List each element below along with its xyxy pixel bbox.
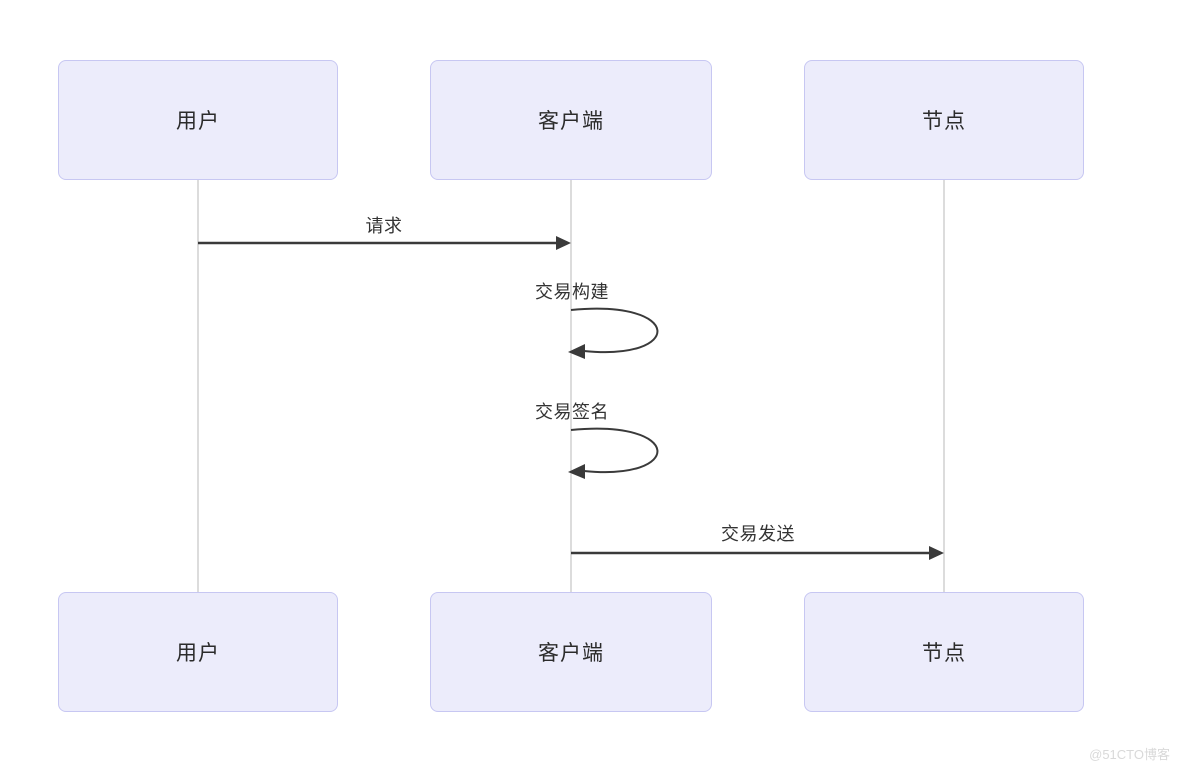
arrow-request-head bbox=[556, 236, 571, 250]
actor-label-user: 用户 bbox=[176, 110, 220, 133]
actor-label-client: 客户端 bbox=[538, 642, 604, 665]
actor-box-node-bottom: 节点 bbox=[804, 592, 1084, 712]
message-label-build-transaction: 交易构建 bbox=[535, 282, 609, 302]
actor-label-node: 节点 bbox=[922, 642, 966, 665]
actor-box-client-bottom: 客户端 bbox=[430, 592, 712, 712]
actor-box-user-bottom: 用户 bbox=[58, 592, 338, 712]
self-loop-build-line bbox=[570, 307, 659, 354]
arrow-send-head bbox=[929, 546, 944, 560]
self-loop-sign-line bbox=[570, 427, 659, 474]
message-label-sign-transaction: 交易签名 bbox=[535, 402, 609, 422]
actor-box-client-top: 客户端 bbox=[430, 60, 712, 180]
actor-label-client: 客户端 bbox=[538, 110, 604, 133]
message-label-request: 请求 bbox=[365, 216, 403, 236]
message-label-send-transaction: 交易发送 bbox=[721, 524, 795, 544]
watermark-51cto: @51CTO博客 bbox=[1089, 747, 1170, 762]
self-loop-sign-head bbox=[568, 464, 585, 479]
actor-label-user: 用户 bbox=[176, 642, 220, 665]
actor-box-node-top: 节点 bbox=[804, 60, 1084, 180]
actor-box-user-top: 用户 bbox=[58, 60, 338, 180]
self-loop-build-head bbox=[568, 344, 585, 359]
actor-label-node: 节点 bbox=[922, 110, 966, 133]
